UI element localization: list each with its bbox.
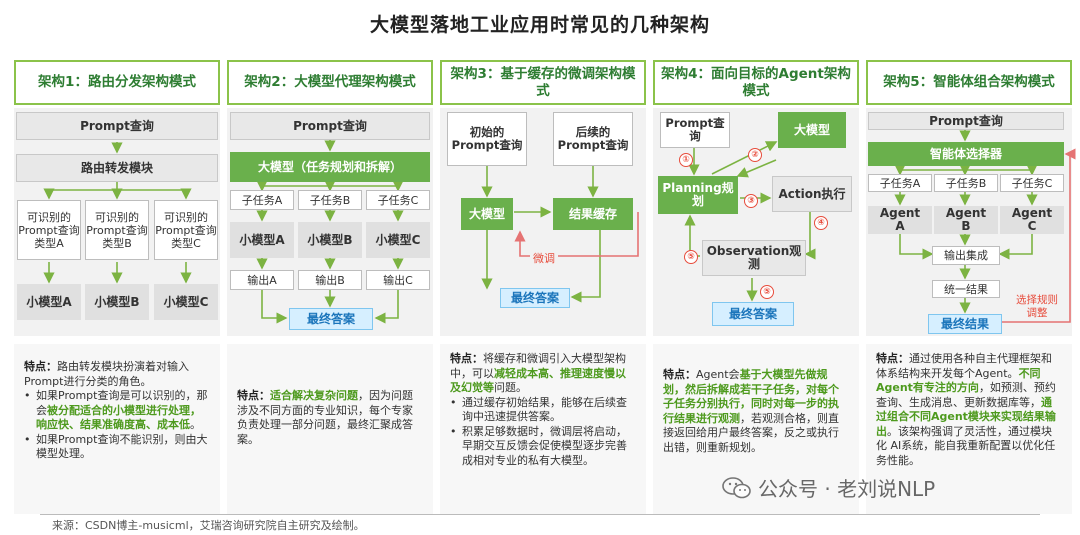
feature-card-3: 特点：将缓存和微调引入大模型架构中，可以减轻成本高、推理速度慢以及幻觉等问题。 …	[440, 344, 646, 514]
prompt-query-box: Prompt查询	[230, 112, 430, 140]
header-arch-5: 架构5：智能体组合架构模式	[866, 60, 1072, 105]
card-3-bullet-1: 通过缓存初始结果，能够在后续查询中迅速提供答案。	[450, 396, 636, 425]
card-5-text: 特点：通过使用各种自主代理框架和体系结构来开发每个Agent。不同Agent有专…	[876, 352, 1056, 467]
step-3-marker: ③	[744, 194, 758, 208]
card-1-intro: 特点：路由转发模块扮演着对输入Prompt进行分类的角色。	[24, 360, 189, 388]
prompt-query-box: Prompt查询	[660, 112, 730, 148]
header-arch-1: 架构1：路由分发架构模式	[14, 60, 220, 105]
feature-card-5: 特点：通过使用各种自主代理框架和体系结构来开发每个Agent。不同Agent有专…	[866, 344, 1072, 514]
subtask-a-box: 子任务A	[230, 190, 294, 210]
unified-result-box: 统一结果	[932, 280, 1000, 298]
result-cache-box: 结果缓存	[553, 198, 633, 230]
card-4-text: 特点：Agent会基于大模型先做规划，然后拆解成若干子任务，对每个子任务分别执行…	[663, 368, 839, 454]
rule-adjust-label: 选择规则调整	[1016, 294, 1058, 319]
small-model-b-box: 小模型B	[85, 284, 149, 320]
final-result-box: 最终结果	[928, 314, 1002, 334]
output-integration-box: 输出集成	[932, 246, 1000, 265]
feature-card-1: 特点：路由转发模块扮演着对输入Prompt进行分类的角色。 如果Prompt查询…	[14, 344, 220, 514]
card-1-bullet-2: 如果Prompt查询不能识别，则由大模型处理。	[24, 433, 210, 462]
agent-selector-box: 智能体选择器	[868, 142, 1064, 166]
small-model-c-box: 小模型C	[366, 222, 430, 258]
llm-box: 大模型	[461, 198, 513, 230]
step-5b-marker: ⑤	[760, 285, 774, 299]
card-2-text: 特点：适合解决复杂问题，因为问题涉及不同方面的专业知识，每个专家负责处理一部分问…	[237, 389, 413, 446]
subtask-c-box: 子任务C	[366, 190, 430, 210]
subtask-c-box: 子任务C	[1000, 174, 1064, 192]
llm-box: 大模型	[778, 112, 846, 148]
subtask-b-box: 子任务B	[298, 190, 362, 210]
page-title: 大模型落地工业应用时常见的几种架构	[369, 14, 710, 36]
final-answer-box: 最终答案	[712, 302, 794, 326]
initial-prompt-box: 初始的Prompt查询	[447, 112, 527, 166]
wechat-icon	[722, 476, 751, 498]
small-model-b-box: 小模型B	[298, 222, 362, 258]
agent-c-box: Agent C	[1000, 206, 1064, 234]
llm-planner-box: 大模型（任务规划和拆解）	[230, 152, 430, 182]
step-2-marker: ②	[748, 148, 762, 162]
planning-box: Planning规划	[658, 176, 738, 214]
card-1-bullet-1: 如果Prompt查询是可以识别的，那会被分配适合的小模型进行处理，响应快、结果准…	[24, 389, 210, 433]
query-type-a-box: 可识别的Prompt查询类型A	[17, 200, 81, 260]
query-type-c-box: 可识别的Prompt查询类型C	[154, 200, 218, 260]
feature-card-2: 特点：适合解决复杂问题，因为问题涉及不同方面的专业知识，每个专家负责处理一部分问…	[227, 344, 433, 514]
step-4-marker: ④	[814, 216, 828, 230]
header-arch-4: 架构4：面向目标的Agent架构模式	[653, 60, 859, 105]
watermark: 公众号 · 老刘说NLP	[722, 473, 935, 502]
final-answer-box: 最终答案	[500, 288, 570, 308]
feature-card-4: 特点：Agent会基于大模型先做规划，然后拆解成若干子任务，对每个子任务分别执行…	[653, 344, 859, 514]
finetune-label: 微调	[530, 250, 558, 266]
final-answer-box: 最终答案	[289, 308, 373, 330]
header-arch-3: 架构3：基于缓存的微调架构模式	[440, 60, 646, 105]
observation-box: Observation观测	[702, 240, 806, 276]
source-note: 来源：CSDN博主-musicml，艾瑞咨询研究院自主研究及绘制。	[52, 519, 365, 532]
agent-a-box: Agent A	[868, 206, 932, 234]
later-prompt-box: 后续的Prompt查询	[553, 112, 633, 166]
card-3-intro: 特点：将缓存和微调引入大模型架构中，可以减轻成本高、推理速度慢以及幻觉等问题。	[450, 352, 626, 394]
action-box: Action执行	[772, 176, 852, 212]
small-model-c-box: 小模型C	[154, 284, 218, 320]
subtask-a-box: 子任务A	[868, 174, 932, 192]
agent-b-box: Agent B	[934, 206, 998, 234]
query-type-b-box: 可识别的Prompt查询类型B	[85, 200, 149, 260]
prompt-query-box: Prompt查询	[16, 112, 218, 140]
output-c-box: 输出C	[366, 270, 430, 290]
step-1-marker: ①	[679, 153, 693, 167]
small-model-a-box: 小模型A	[230, 222, 294, 258]
subtask-b-box: 子任务B	[934, 174, 998, 192]
card-3-bullet-2: 积累足够数据时，微调层将启动，早期交互反馈会促使模型逐步完善成相对专业的私有大模…	[450, 425, 636, 469]
prompt-query-box: Prompt查询	[868, 112, 1064, 130]
small-model-a-box: 小模型A	[17, 284, 81, 320]
header-arch-2: 架构2：大模型代理架构模式	[227, 60, 433, 105]
source-divider	[40, 514, 1040, 515]
step-5-marker: ⑤	[684, 250, 698, 264]
output-a-box: 输出A	[230, 270, 294, 290]
watermark-text: 公众号 · 老刘说NLP	[758, 477, 936, 501]
output-b-box: 输出B	[298, 270, 362, 290]
router-module-box: 路由转发模块	[16, 154, 218, 182]
